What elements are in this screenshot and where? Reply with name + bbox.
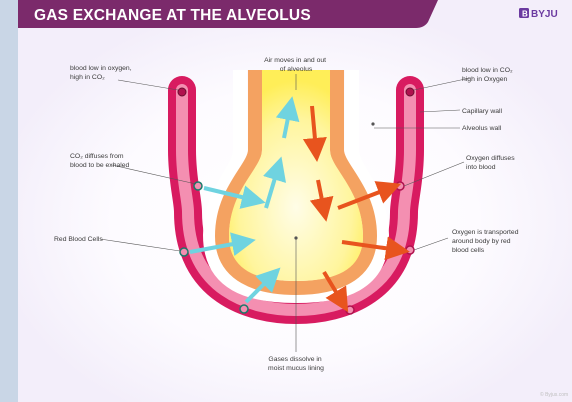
leader-dot: [294, 236, 297, 239]
svg-text:B: B: [522, 10, 528, 19]
page-title: GAS EXCHANGE AT THE ALVEOLUS: [34, 7, 311, 24]
red-blood-cell: [194, 182, 202, 190]
red-blood-cell: [406, 246, 414, 254]
red-blood-cell: [178, 88, 186, 96]
watermark: © Byjus.com: [540, 391, 568, 398]
brand-name: BYJU: [531, 9, 558, 20]
red-blood-cell: [406, 88, 414, 96]
label-red-blood-cells: Red Blood Cells: [54, 236, 103, 243]
red-blood-cell: [346, 306, 354, 314]
red-blood-cell: [180, 248, 188, 256]
leader-dot: [371, 122, 374, 125]
brand-logo: B BYJU: [519, 8, 558, 20]
label-alveolus-wall: Alveolus wall: [462, 125, 502, 132]
red-blood-cell: [240, 305, 248, 313]
label-capillary-wall: Capillary wall: [462, 108, 503, 115]
red-blood-cell: [396, 182, 404, 190]
